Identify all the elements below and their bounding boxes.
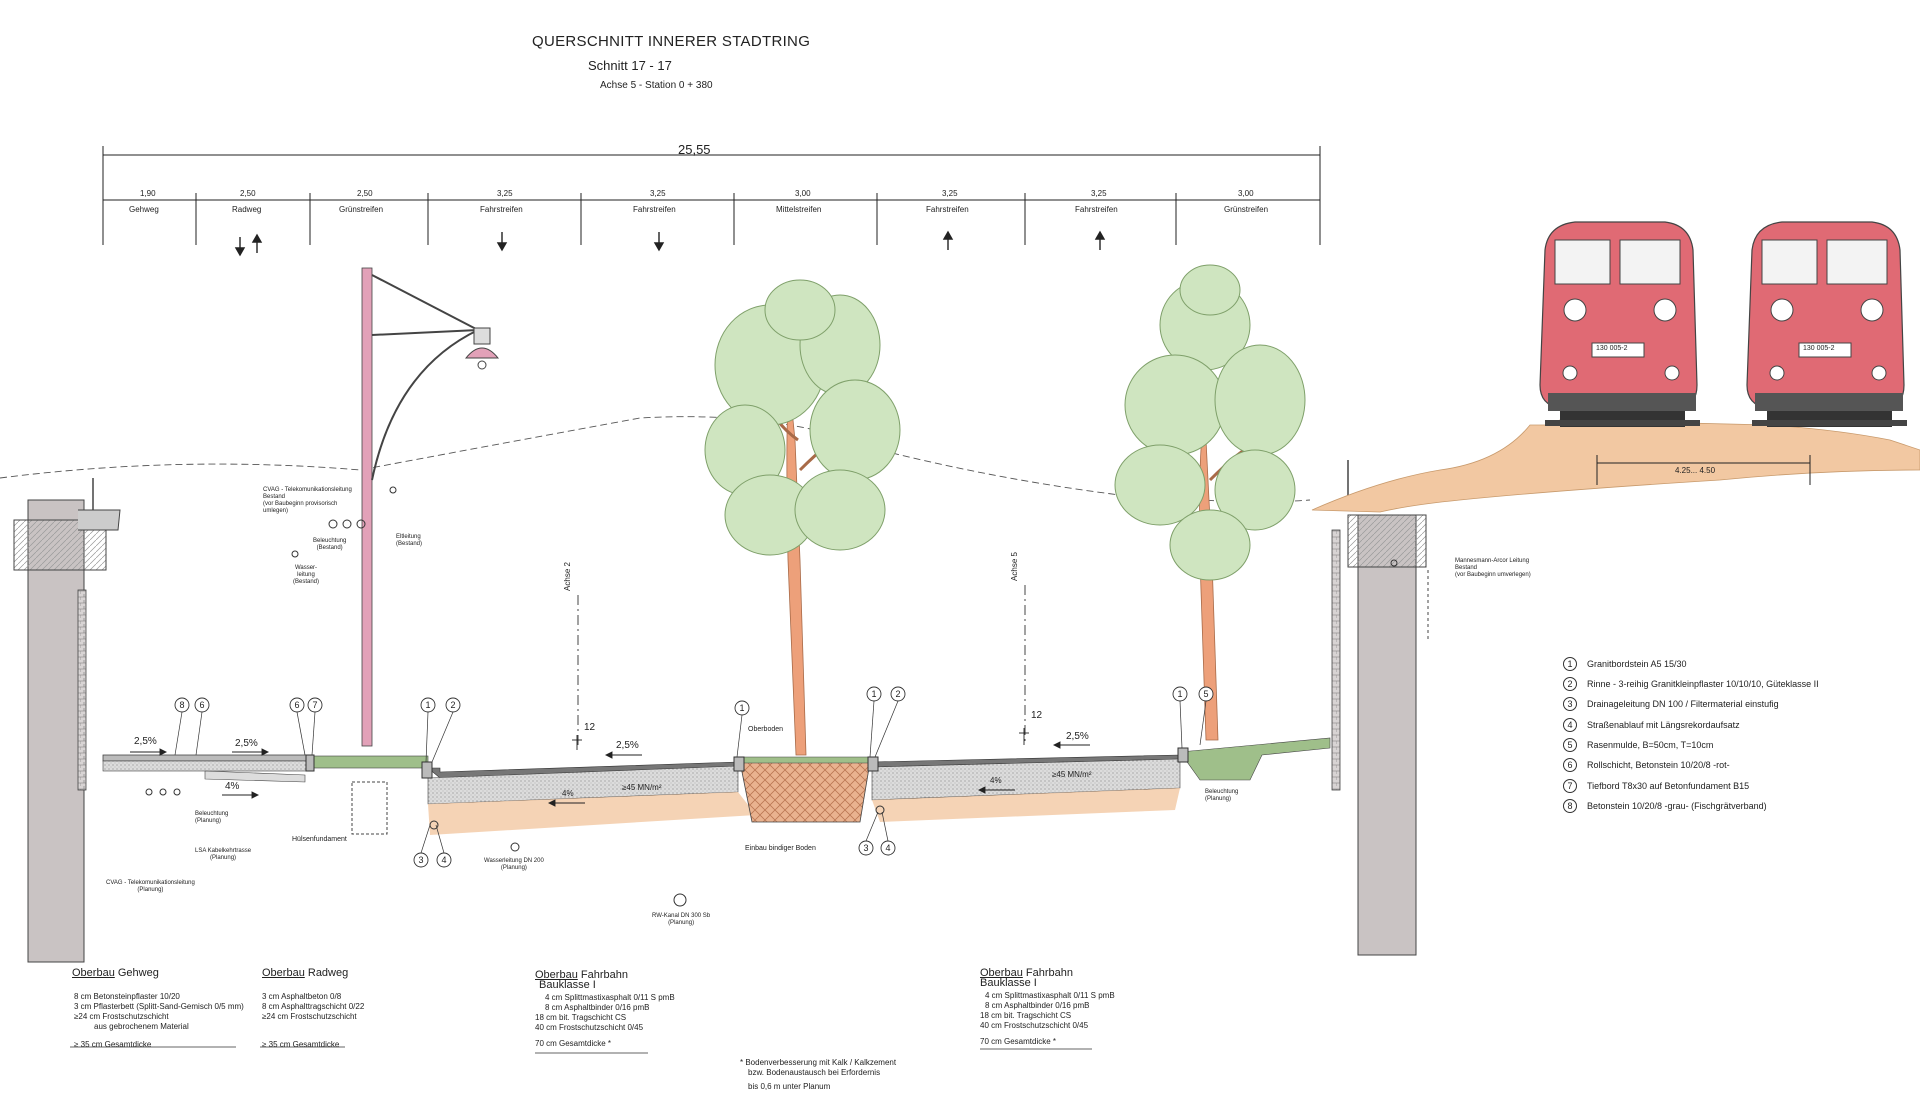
svg-text:3: 3: [863, 843, 868, 853]
annotation-einbau: Einbau bindiger Boden: [745, 845, 816, 852]
svg-text:2: 2: [450, 700, 455, 710]
oberbau-rules: [70, 1046, 1092, 1054]
svg-text:1: 1: [871, 689, 876, 699]
oberbau-gehweg: Oberbau Gehweg 8 cm Betonsteinpflaster 1…: [72, 967, 244, 1050]
seg-name: Fahrstreifen: [633, 205, 676, 214]
annotation-cvag-planung: CVAG - Telekomunikationsleitung (Planung…: [106, 880, 195, 893]
left-retaining-wall: [13, 478, 121, 963]
modulus-label: ≥45 MN/m²: [1052, 770, 1092, 779]
section-name: Schnitt 17 - 17: [588, 58, 672, 73]
slope-arrows: [130, 741, 1090, 807]
height-label: 12: [1031, 710, 1043, 721]
direction-arrows: [234, 230, 1106, 257]
slope-label: 2,5%: [616, 740, 639, 751]
svg-text:8: 8: [179, 700, 184, 710]
seg-name: Fahrstreifen: [926, 205, 969, 214]
railway-embankment: [1311, 419, 1920, 513]
annotation-cvag-bestand: CVAG - Telekomunikationsleitung Bestand …: [263, 487, 352, 514]
rail-dimension: 4.25... 4.50: [1675, 466, 1716, 475]
svg-text:5: 5: [1203, 689, 1208, 699]
seg-width: 3,25: [1091, 189, 1107, 198]
seg-width: 1,90: [140, 189, 156, 198]
existing-terrain-line: [0, 416, 1311, 503]
loco-number-left: 130 005-2: [1596, 345, 1628, 352]
seg-width: 2,50: [357, 189, 373, 198]
slope-label: 2,5%: [235, 738, 258, 749]
oberbau-fahrbahn-right: Oberbau Fahrbahn Bauklasse I 4 cm Splitt…: [980, 967, 1115, 1047]
annotation-beleuchtung-bestand: Beleuchtung (Bestand): [313, 538, 347, 551]
annotation-wasserleitung-planung: Wasserleitung DN 200 (Planung): [484, 858, 544, 871]
annotation-huelsenfundament: Hülsenfundament: [292, 836, 347, 843]
loco-number-right: 130 005-2: [1803, 345, 1835, 352]
seg-width: 3,25: [650, 189, 666, 198]
svg-text:4: 4: [885, 843, 890, 853]
height-marks: [572, 728, 1029, 750]
station-label: Achse 5 - Station 0 + 380: [600, 80, 713, 91]
seg-name: Radweg: [232, 205, 262, 214]
dimension-chain: [102, 146, 1321, 245]
modulus-label: ≥45 MN/m²: [622, 783, 662, 792]
seg-name: Fahrstreifen: [1075, 205, 1118, 214]
annotation-wasser-bestand: Wasser- leitung (Bestand): [293, 565, 320, 585]
svg-text:1: 1: [1177, 689, 1182, 699]
utility-markers: [145, 486, 687, 907]
drawing-title: QUERSCHNITT INNERER STADTRING: [532, 33, 811, 50]
svg-text:1: 1: [425, 700, 430, 710]
slope-label: 4%: [562, 789, 574, 798]
seg-name: Fahrstreifen: [480, 205, 523, 214]
slope-label: 2,5%: [1066, 731, 1089, 742]
svg-text:4: 4: [441, 855, 446, 865]
annotation-beleuchtung-planung-right: Beleuchtung (Planung): [1205, 789, 1239, 802]
seg-name: Grünstreifen: [1224, 205, 1269, 214]
svg-text:1: 1: [739, 703, 744, 713]
seg-width: 2,50: [240, 189, 256, 198]
road-structure: [102, 737, 1331, 835]
seg-width: 3,25: [497, 189, 513, 198]
seg-width: 3,25: [942, 189, 958, 198]
svg-text:7: 7: [312, 700, 317, 710]
annotation-mannesmann: Mannesmann-Arcor Leitung Bestand (vor Ba…: [1455, 558, 1531, 578]
locomotive-left: [1539, 221, 1700, 427]
slope-label: 4%: [990, 776, 1002, 785]
seg-width: 3,00: [1238, 189, 1254, 198]
seg-name: Mittelstreifen: [776, 205, 822, 214]
axis-5-label: Achse 5: [1009, 552, 1019, 581]
seg-name: Grünstreifen: [339, 205, 384, 214]
seg-width: 3,00: [795, 189, 811, 198]
locomotive-right: [1746, 221, 1907, 427]
tree-left: [704, 279, 901, 756]
oberbau-footnote: * Bodenverbesserung mit Kalk / Kalkzemen…: [740, 1058, 897, 1091]
height-label: 12: [584, 722, 596, 733]
svg-text:3: 3: [418, 855, 423, 865]
annotation-elt-bestand: Eltleitung (Bestand): [396, 534, 423, 547]
oberbau-radweg: Oberbau Radweg 3 cm Asphaltbeton 0/8 8 c…: [262, 967, 365, 1050]
seg-name: Gehweg: [129, 205, 159, 214]
tree-right: [1114, 264, 1306, 741]
svg-text:6: 6: [294, 700, 299, 710]
svg-text:2: 2: [895, 689, 900, 699]
axis-2-label: Achse 2: [562, 562, 572, 591]
right-retaining-wall: [1331, 460, 1429, 956]
oberbau-fahrbahn-left: Oberbau Fahrbahn Bauklasse I 4 cm Splitt…: [535, 969, 675, 1049]
svg-text:6: 6: [199, 700, 204, 710]
annotation-lsa: LSA Kabelkehrtrasse (Planung): [195, 848, 252, 861]
slope-label: 4%: [225, 781, 240, 792]
annotation-rw-kanal: RW-Kanal DN 300 Sb (Planung): [652, 913, 711, 926]
street-lamp: [351, 267, 500, 835]
annotation-beleuchtung-planung: Beleuchtung (Planung): [195, 811, 229, 824]
slope-label: 2,5%: [134, 736, 157, 747]
total-width: 25,55: [678, 142, 711, 157]
callout-leaders: [174, 700, 1207, 854]
annotation-oberboden: Oberboden: [748, 726, 784, 733]
